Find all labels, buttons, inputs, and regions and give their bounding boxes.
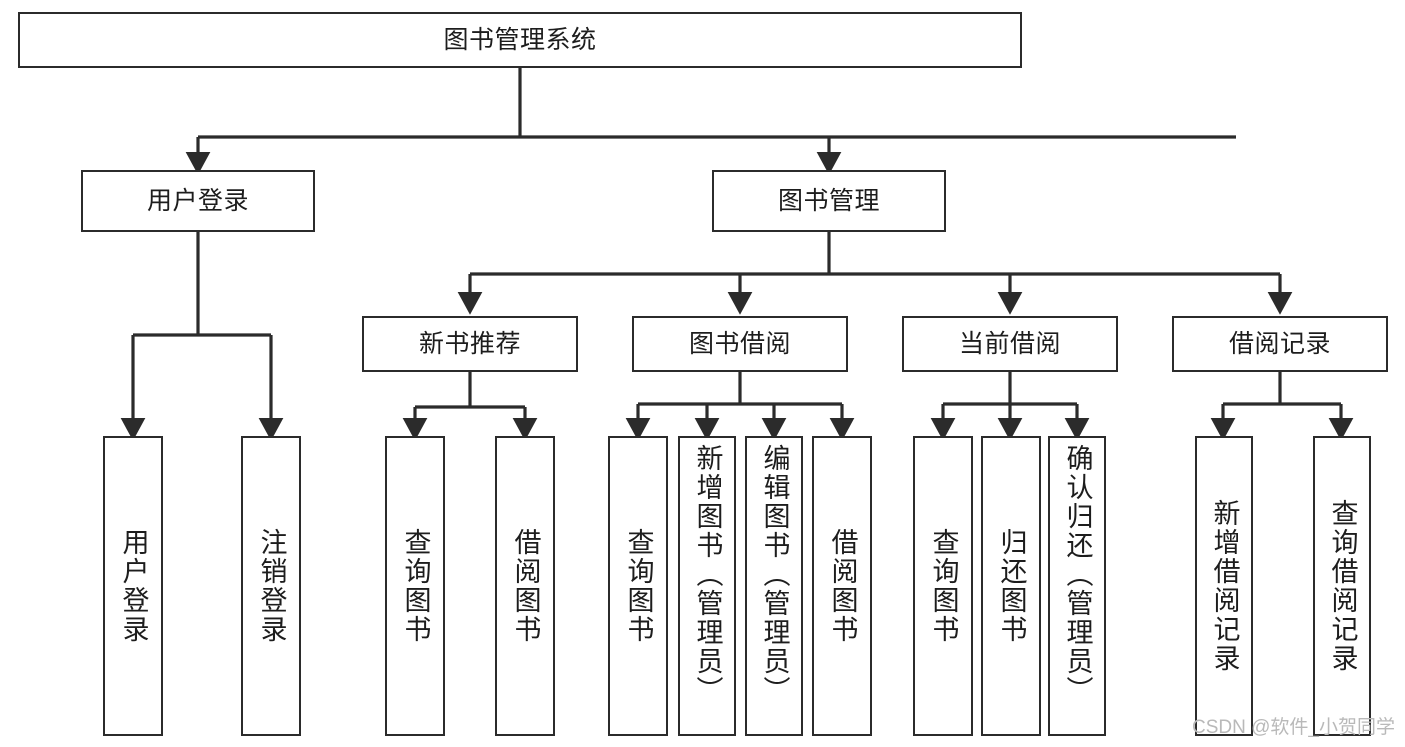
- node-label: 归还图书: [996, 528, 1027, 644]
- node-label: 新增借阅记录: [1209, 499, 1240, 673]
- node-borrow-record[interactable]: 借阅记录: [1172, 316, 1388, 372]
- node-user-login[interactable]: 用户登录: [81, 170, 315, 232]
- node-label: 图书借阅: [688, 329, 791, 358]
- node-label: 用户登录: [118, 528, 149, 644]
- leaf-logout[interactable]: 注销登录: [241, 436, 301, 736]
- node-book-borrow[interactable]: 图书借阅: [632, 316, 848, 372]
- node-label: 借阅图书: [827, 528, 858, 644]
- leaf-user-login[interactable]: 用户登录: [103, 436, 163, 736]
- leaf-borrow-book-recommend[interactable]: 借阅图书: [495, 436, 555, 736]
- leaf-query-borrow-record[interactable]: 查询借阅记录: [1313, 436, 1371, 736]
- node-label: 编辑图书（管理员）: [759, 444, 790, 705]
- watermark-text: CSDN @软件_小贺同学: [1192, 717, 1395, 738]
- node-new-book-recommend[interactable]: 新书推荐: [362, 316, 578, 372]
- node-label: 借阅图书: [510, 528, 541, 644]
- leaf-edit-book-admin[interactable]: 编辑图书（管理员）: [745, 436, 803, 736]
- leaf-add-book-admin[interactable]: 新增图书（管理员）: [678, 436, 736, 736]
- node-label: 查询图书: [400, 528, 431, 644]
- node-label: 新书推荐: [418, 329, 521, 358]
- leaf-query-book-current[interactable]: 查询图书: [913, 436, 973, 736]
- node-label: 图书管理: [777, 186, 880, 215]
- leaf-add-borrow-record[interactable]: 新增借阅记录: [1195, 436, 1253, 736]
- node-current-borrow[interactable]: 当前借阅: [902, 316, 1118, 372]
- node-label: 当前借阅: [958, 329, 1061, 358]
- leaf-confirm-return-admin[interactable]: 确认归还（管理员）: [1048, 436, 1106, 736]
- node-label: 确认归还（管理员）: [1062, 444, 1093, 705]
- leaf-borrow-book[interactable]: 借阅图书: [812, 436, 872, 736]
- leaf-return-book[interactable]: 归还图书: [981, 436, 1041, 736]
- node-label: 新增图书（管理员）: [692, 444, 723, 705]
- leaf-query-book-borrow[interactable]: 查询图书: [608, 436, 668, 736]
- node-book-management[interactable]: 图书管理: [712, 170, 946, 232]
- node-label: 查询借阅记录: [1327, 499, 1358, 673]
- node-label: 借阅记录: [1228, 329, 1331, 358]
- node-root-system[interactable]: 图书管理系统: [18, 12, 1022, 68]
- node-label: 用户登录: [146, 186, 249, 215]
- node-label: 注销登录: [256, 528, 287, 644]
- node-label: 图书管理系统: [443, 25, 597, 54]
- leaf-query-book-recommend[interactable]: 查询图书: [385, 436, 445, 736]
- node-label: 查询图书: [928, 528, 959, 644]
- node-label: 查询图书: [623, 528, 654, 644]
